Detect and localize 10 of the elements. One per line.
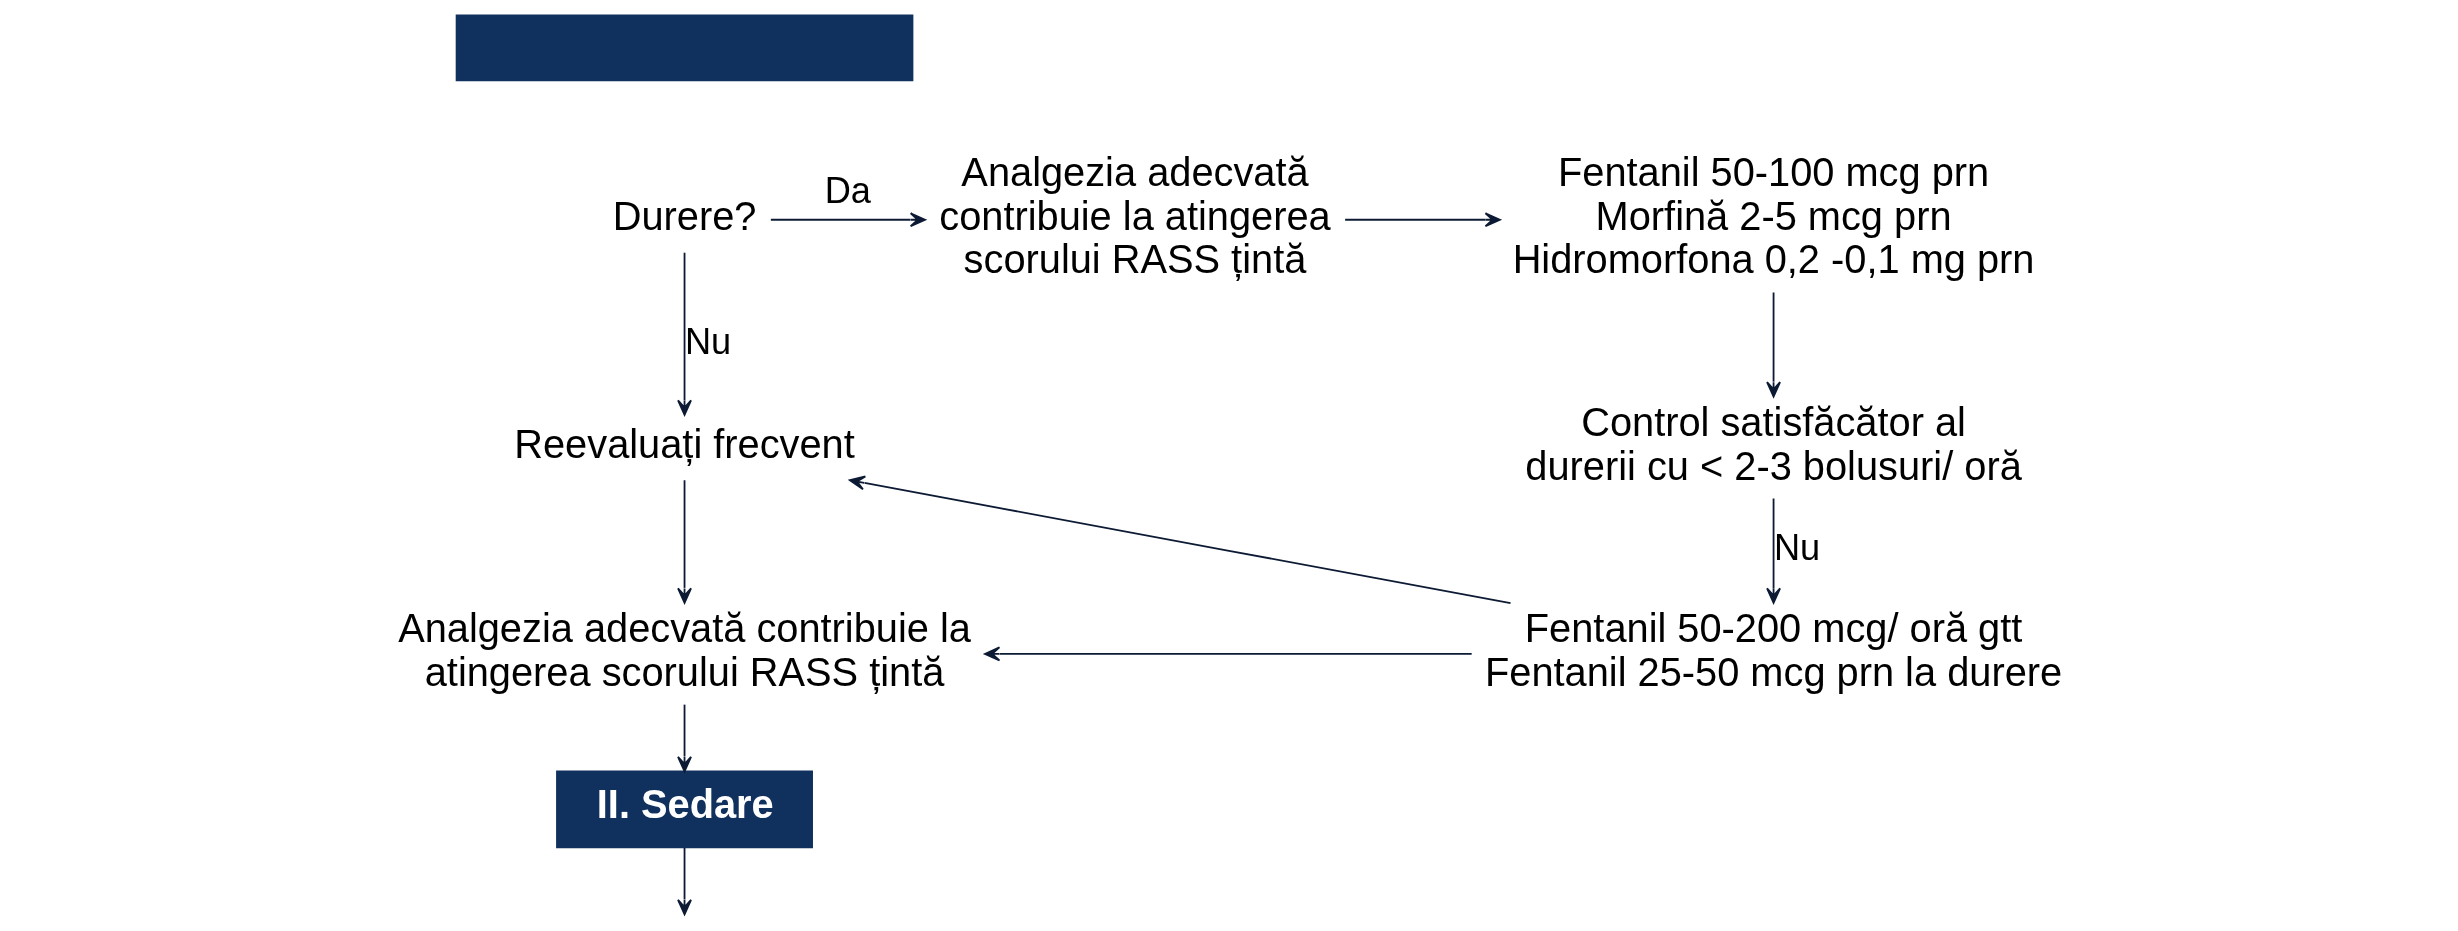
node-text: Control satisfăcător al durerii cu < 2-3 bolusuri/ oră [1524,400,2022,488]
edge-label: Da [824,170,871,212]
node-text: Fentanil 50-200 mcg/ oră gtt Fentanil 25-50 mcg prn la durere [1484,606,2062,694]
node-text: Analgezia adecvată contribuie la atingerea scorului RASS țintă [938,150,1331,282]
edge-label: Nu [684,320,731,362]
node-text: Fentanil 50-100 mcg prn Morfină 2-5 mcg prn Hidromorfona 0,2 -0,1 mg prn [1512,150,2034,282]
node-text: Durere? [612,193,756,238]
edge-label: Nu [1773,526,1820,568]
node-text: Analgezia adecvată contribuie la atingerea scorului RASS țintă [397,606,971,694]
node-text: Reevaluați frecvent [513,421,855,466]
